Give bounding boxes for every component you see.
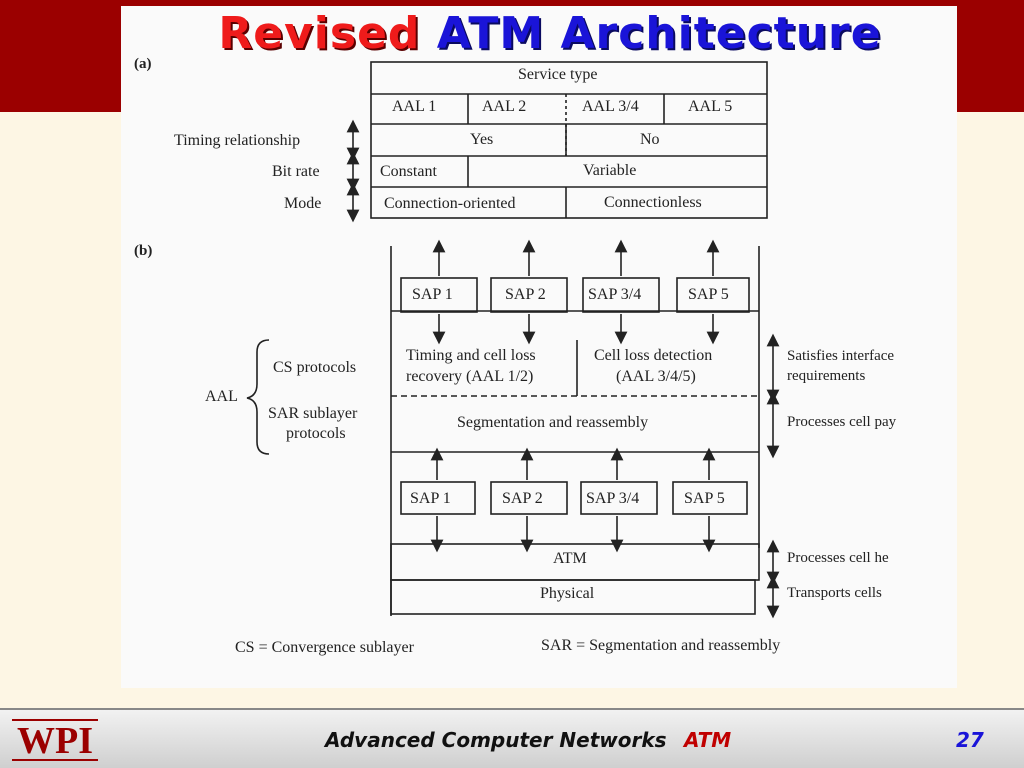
mode-connectionless: Connectionless <box>604 194 702 211</box>
wpi-logo: WPI <box>12 719 98 762</box>
row-label-bitrate: Bit rate <box>272 163 320 180</box>
service-type-header: Service type <box>518 66 598 83</box>
footer-course-title: Advanced Computer Networks <box>325 728 667 752</box>
note-physical: Transports cells <box>787 585 882 601</box>
row-label-timing: Timing relationship <box>174 132 301 149</box>
upper-sap-34: SAP 3/4 <box>588 286 642 303</box>
note-sar: Processes cell pay <box>787 414 897 430</box>
title-part-revised: Revised <box>218 8 421 59</box>
page-number: 27 <box>956 728 984 752</box>
class-aal5: AAL 5 <box>688 98 733 115</box>
cs-protocols-label: CS protocols <box>273 359 357 376</box>
lower-sap-1: SAP 1 <box>410 490 451 507</box>
legend-sar: SAR = Segmentation and reassembly <box>541 637 781 654</box>
sar-sublayer-label-line2: protocols <box>286 425 346 442</box>
note-atm: Processes cell he <box>787 550 889 566</box>
footer-divider <box>0 708 1024 710</box>
part-b-label: (b) <box>134 243 153 259</box>
physical-layer: Physical <box>540 585 595 602</box>
atm-architecture-diagram <box>246 61 780 619</box>
row-label-mode: Mode <box>284 195 322 212</box>
lower-sap-5: SAP 5 <box>684 490 725 507</box>
service-type-table <box>370 61 768 219</box>
diagram-panel <box>121 6 957 688</box>
bitrate-constant: Constant <box>380 163 437 180</box>
sar-layer: Segmentation and reassembly <box>457 414 649 431</box>
class-aal2: AAL 2 <box>482 98 527 115</box>
wpi-logo-text: WPI <box>17 720 93 762</box>
slide-title: Revised ATM Architecture <box>0 8 1024 59</box>
class-aal1: AAL 1 <box>392 98 437 115</box>
upper-sap-1: SAP 1 <box>412 286 453 303</box>
timing-no: No <box>640 131 660 148</box>
cs-left-line1: Timing and cell loss <box>406 347 536 364</box>
title-part-atm-architecture: ATM Architecture <box>436 8 882 59</box>
note-cs-line2: requirements <box>787 368 866 384</box>
lower-sap-34: SAP 3/4 <box>586 490 640 507</box>
mode-connection-oriented: Connection-oriented <box>384 195 516 212</box>
lower-sap-2: SAP 2 <box>502 490 543 507</box>
cs-right-line2: (AAL 3/4/5) <box>616 368 696 385</box>
sar-sublayer-label-line1: SAR sublayer <box>268 405 358 422</box>
footer-topic: ATM <box>684 728 732 752</box>
bitrate-variable: Variable <box>583 162 637 179</box>
aal-label: AAL <box>205 388 238 405</box>
upper-sap-2: SAP 2 <box>505 286 546 303</box>
cs-left-line2: recovery (AAL 1/2) <box>406 368 534 385</box>
footer-bar <box>0 708 1024 768</box>
cs-right-line1: Cell loss detection <box>594 347 713 364</box>
atm-layer: ATM <box>553 550 587 567</box>
timing-yes: Yes <box>470 131 494 148</box>
part-a-label: (a) <box>134 56 152 72</box>
legend-cs: CS = Convergence sublayer <box>235 639 414 656</box>
note-cs-line1: Satisfies interface <box>787 348 895 364</box>
upper-sap-5: SAP 5 <box>688 286 729 303</box>
class-aal34: AAL 3/4 <box>582 98 639 115</box>
